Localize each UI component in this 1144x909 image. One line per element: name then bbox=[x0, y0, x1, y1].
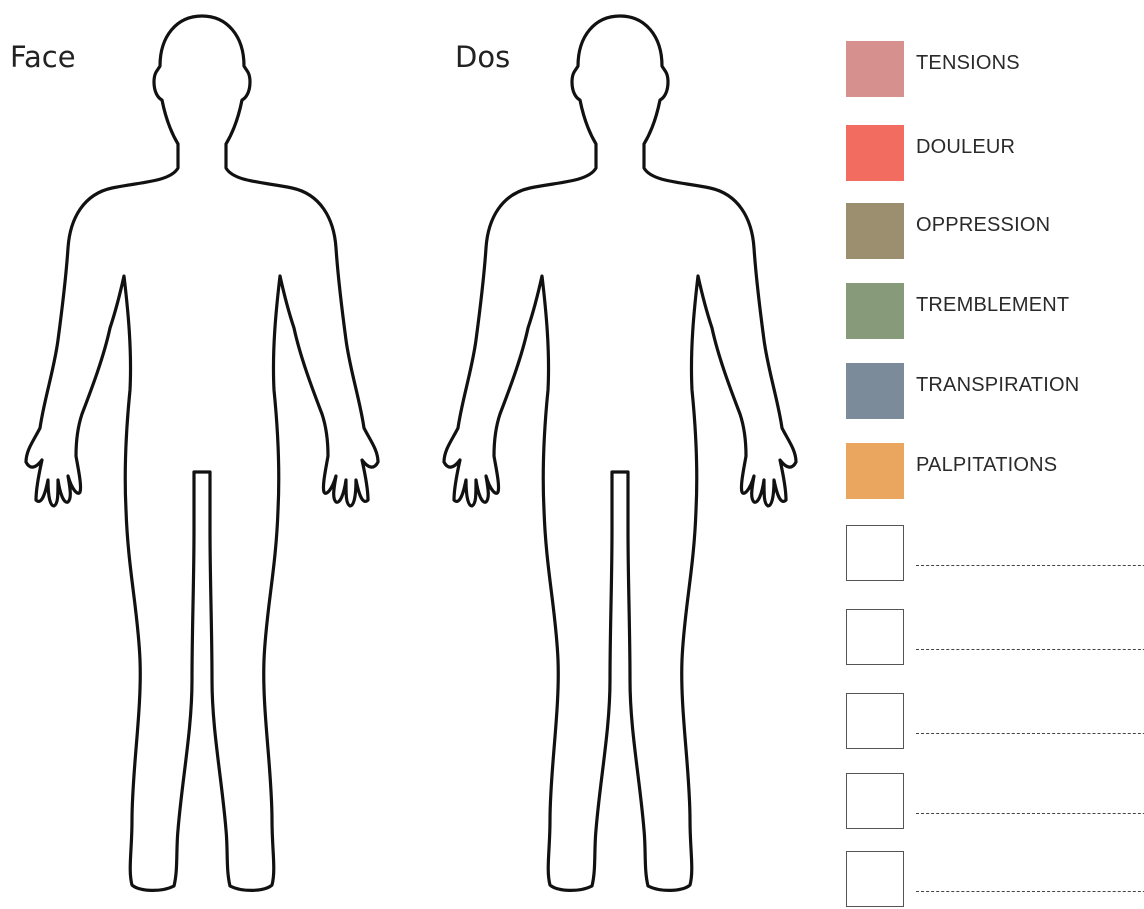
legend-label: OPPRESSION bbox=[916, 214, 1050, 237]
legend-label: TREMBLEMENT bbox=[916, 294, 1069, 317]
legend-blank-entry[interactable] bbox=[846, 851, 1144, 909]
body-outline-front bbox=[22, 10, 382, 905]
legend-item-douleur: DOULEUR bbox=[846, 125, 1144, 183]
color-swatch bbox=[846, 203, 904, 259]
legend-label: PALPITATIONS bbox=[916, 454, 1057, 477]
blank-label-line[interactable] bbox=[916, 891, 1144, 892]
legend-item-transpiration: TRANSPIRATION bbox=[846, 363, 1144, 421]
color-swatch bbox=[846, 283, 904, 339]
body-silhouette-front bbox=[22, 10, 382, 905]
legend-item-tremblement: TREMBLEMENT bbox=[846, 283, 1144, 341]
legend-item-tensions: TENSIONS bbox=[846, 41, 1144, 99]
legend-label: TRANSPIRATION bbox=[916, 374, 1079, 397]
body-outline-back bbox=[440, 10, 800, 905]
legend-item-palpitations: PALPITATIONS bbox=[846, 443, 1144, 501]
legend-item-oppression: OPPRESSION bbox=[846, 203, 1144, 261]
body-silhouette-back bbox=[440, 10, 800, 905]
color-swatch bbox=[846, 41, 904, 97]
color-swatch bbox=[846, 443, 904, 499]
legend-blank-entry[interactable] bbox=[846, 773, 1144, 831]
color-swatch bbox=[846, 125, 904, 181]
legend-label: TENSIONS bbox=[916, 52, 1020, 75]
blank-swatch-box[interactable] bbox=[846, 851, 904, 907]
blank-label-line[interactable] bbox=[916, 733, 1144, 734]
blank-label-line[interactable] bbox=[916, 565, 1144, 566]
blank-label-line[interactable] bbox=[916, 813, 1144, 814]
blank-swatch-box[interactable] bbox=[846, 693, 904, 749]
blank-swatch-box[interactable] bbox=[846, 525, 904, 581]
legend-blank-entry[interactable] bbox=[846, 693, 1144, 751]
blank-swatch-box[interactable] bbox=[846, 773, 904, 829]
legend-blank-entry[interactable] bbox=[846, 609, 1144, 667]
blank-label-line[interactable] bbox=[916, 649, 1144, 650]
legend-label: DOULEUR bbox=[916, 136, 1015, 159]
blank-swatch-box[interactable] bbox=[846, 609, 904, 665]
legend-blank-entry[interactable] bbox=[846, 525, 1144, 583]
color-swatch bbox=[846, 363, 904, 419]
